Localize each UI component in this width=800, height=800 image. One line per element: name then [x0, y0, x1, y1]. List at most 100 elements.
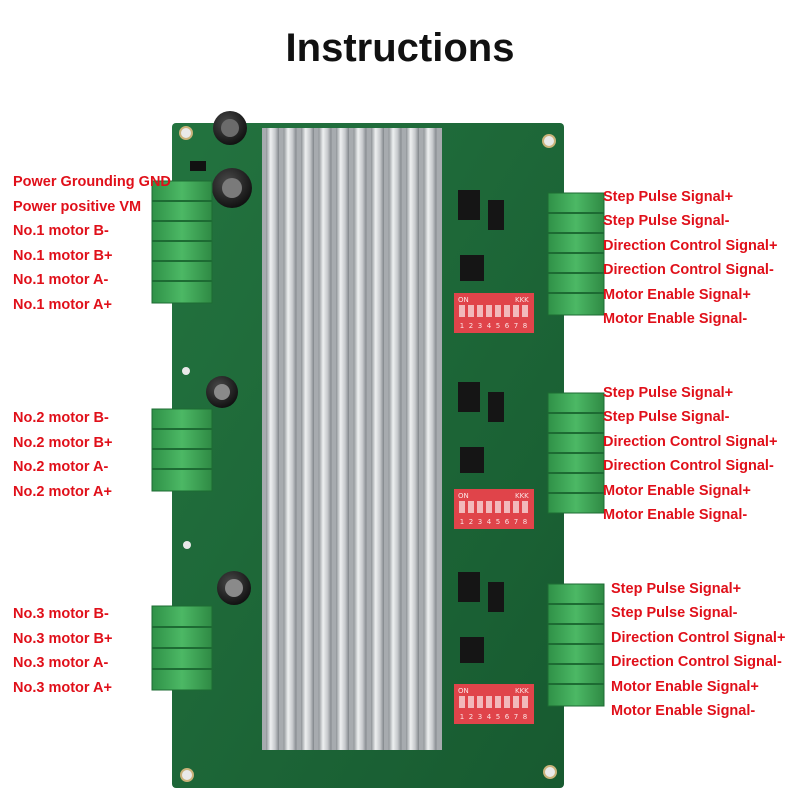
heatsink-fin — [283, 128, 297, 750]
right-label-1-step-minus: Step Pulse Signal- — [603, 213, 730, 229]
dip-number: 5 — [496, 518, 500, 526]
dip-on-label: ON — [458, 687, 469, 695]
left-label-power-gnd: Power Grounding GND — [13, 174, 171, 190]
right-label-3-ena-plus: Motor Enable Signal+ — [611, 679, 759, 695]
left-label-m1-b-minus: No.1 motor B- — [13, 223, 109, 239]
dip-number: 5 — [496, 322, 500, 330]
right-label-3-step-minus: Step Pulse Signal- — [611, 605, 738, 621]
dip-number: 8 — [523, 518, 527, 526]
left-label-m2-b-plus: No.2 motor B+ — [13, 435, 113, 451]
dip-key — [495, 305, 501, 317]
dip-number: 7 — [514, 713, 518, 721]
left-label-m2-a-minus: No.2 motor A- — [13, 459, 109, 475]
dip-number: 4 — [487, 518, 492, 526]
right-terminal-blocks — [547, 192, 605, 707]
capacitors — [190, 111, 252, 605]
dip-number: 2 — [469, 322, 473, 330]
heatsink-fin — [353, 128, 367, 750]
dip-key — [486, 696, 492, 708]
right-label-2-ena-plus: Motor Enable Signal+ — [603, 483, 751, 499]
dip-switch-3 — [454, 684, 534, 724]
dip-key — [459, 305, 465, 317]
right-label-1-dir-minus: Direction Control Signal- — [603, 262, 774, 278]
dip-brand-label: KKK — [515, 492, 529, 500]
dip-number: 3 — [478, 322, 482, 330]
dip-key — [477, 305, 483, 317]
right-label-2-dir-minus: Direction Control Signal- — [603, 458, 774, 474]
left-label-m1-b-plus: No.1 motor B+ — [13, 248, 113, 264]
dip-brand-label: KKK — [515, 687, 529, 695]
dip-number: 1 — [460, 518, 464, 526]
left-label-m3-a-plus: No.3 motor A+ — [13, 680, 112, 696]
dip-key — [513, 305, 519, 317]
dip-key — [513, 501, 519, 513]
dip-key — [522, 696, 528, 708]
dip-switch-1 — [454, 293, 534, 333]
dip-number: 6 — [505, 518, 510, 526]
dip-on-label: ON — [458, 492, 469, 500]
heatsink-fin — [371, 128, 384, 750]
heatsink-fin — [406, 128, 419, 750]
dip-number: 1 — [460, 322, 464, 330]
dip-switches — [454, 293, 534, 724]
heatsink — [262, 128, 442, 750]
left-label-m2-a-plus: No.2 motor A+ — [13, 484, 112, 500]
dip-number: 5 — [496, 713, 500, 721]
dip-number: 2 — [469, 713, 473, 721]
right-label-3-step-plus: Step Pulse Signal+ — [611, 581, 742, 597]
dip-number: 7 — [514, 518, 518, 526]
right-label-2-step-minus: Step Pulse Signal- — [603, 409, 730, 425]
dip-on-label: ON — [458, 296, 469, 304]
page-title: Instructions — [285, 26, 515, 70]
dip-key — [468, 696, 474, 708]
dip-number: 3 — [478, 518, 482, 526]
dip-number: 2 — [469, 518, 473, 526]
right-label-1-ena-minus: Motor Enable Signal- — [603, 311, 748, 327]
left-label-m1-a-minus: No.1 motor A- — [13, 272, 109, 288]
dip-key — [504, 305, 510, 317]
dip-number: 8 — [523, 713, 527, 721]
heatsink-fin — [318, 128, 332, 750]
dip-number: 7 — [514, 322, 518, 330]
heatsink-fin — [336, 128, 349, 750]
left-label-m3-a-minus: No.3 motor A- — [13, 655, 109, 671]
dip-key — [468, 305, 474, 317]
left-label-m1-a-plus: No.1 motor A+ — [13, 297, 112, 313]
left-label-power-vm: Power positive VM — [13, 199, 142, 215]
dip-key — [495, 696, 501, 708]
dip-number: 6 — [505, 322, 510, 330]
heatsink-fin — [423, 128, 437, 750]
dip-number: 6 — [505, 713, 510, 721]
right-label-1-dir-plus: Direction Control Signal+ — [603, 238, 778, 254]
dip-key — [486, 501, 492, 513]
left-label-m3-b-minus: No.3 motor B- — [13, 606, 109, 622]
left-label-m2-b-minus: No.2 motor B- — [13, 410, 109, 426]
right-label-2-step-plus: Step Pulse Signal+ — [603, 385, 734, 401]
dip-number: 4 — [487, 322, 492, 330]
right-label-1-step-plus: Step Pulse Signal+ — [603, 189, 734, 205]
ic-chips — [458, 190, 504, 663]
dip-key — [468, 501, 474, 513]
dip-key — [486, 305, 492, 317]
dip-key — [477, 501, 483, 513]
dip-key — [522, 501, 528, 513]
dip-key — [504, 696, 510, 708]
right-label-1-ena-plus: Motor Enable Signal+ — [603, 287, 751, 303]
right-label-3-dir-plus: Direction Control Signal+ — [611, 630, 786, 646]
heatsink-fin — [266, 128, 279, 750]
dip-key — [459, 501, 465, 513]
dip-number: 8 — [523, 322, 527, 330]
heatsink-fin — [388, 128, 402, 750]
dip-key — [477, 696, 483, 708]
dip-key — [495, 501, 501, 513]
dip-number: 3 — [478, 713, 482, 721]
dip-key — [504, 501, 510, 513]
left-label-m3-b-plus: No.3 motor B+ — [13, 631, 113, 647]
dip-key — [522, 305, 528, 317]
heatsink-fin — [301, 128, 314, 750]
dip-number: 1 — [460, 713, 464, 721]
right-label-2-dir-plus: Direction Control Signal+ — [603, 434, 778, 450]
